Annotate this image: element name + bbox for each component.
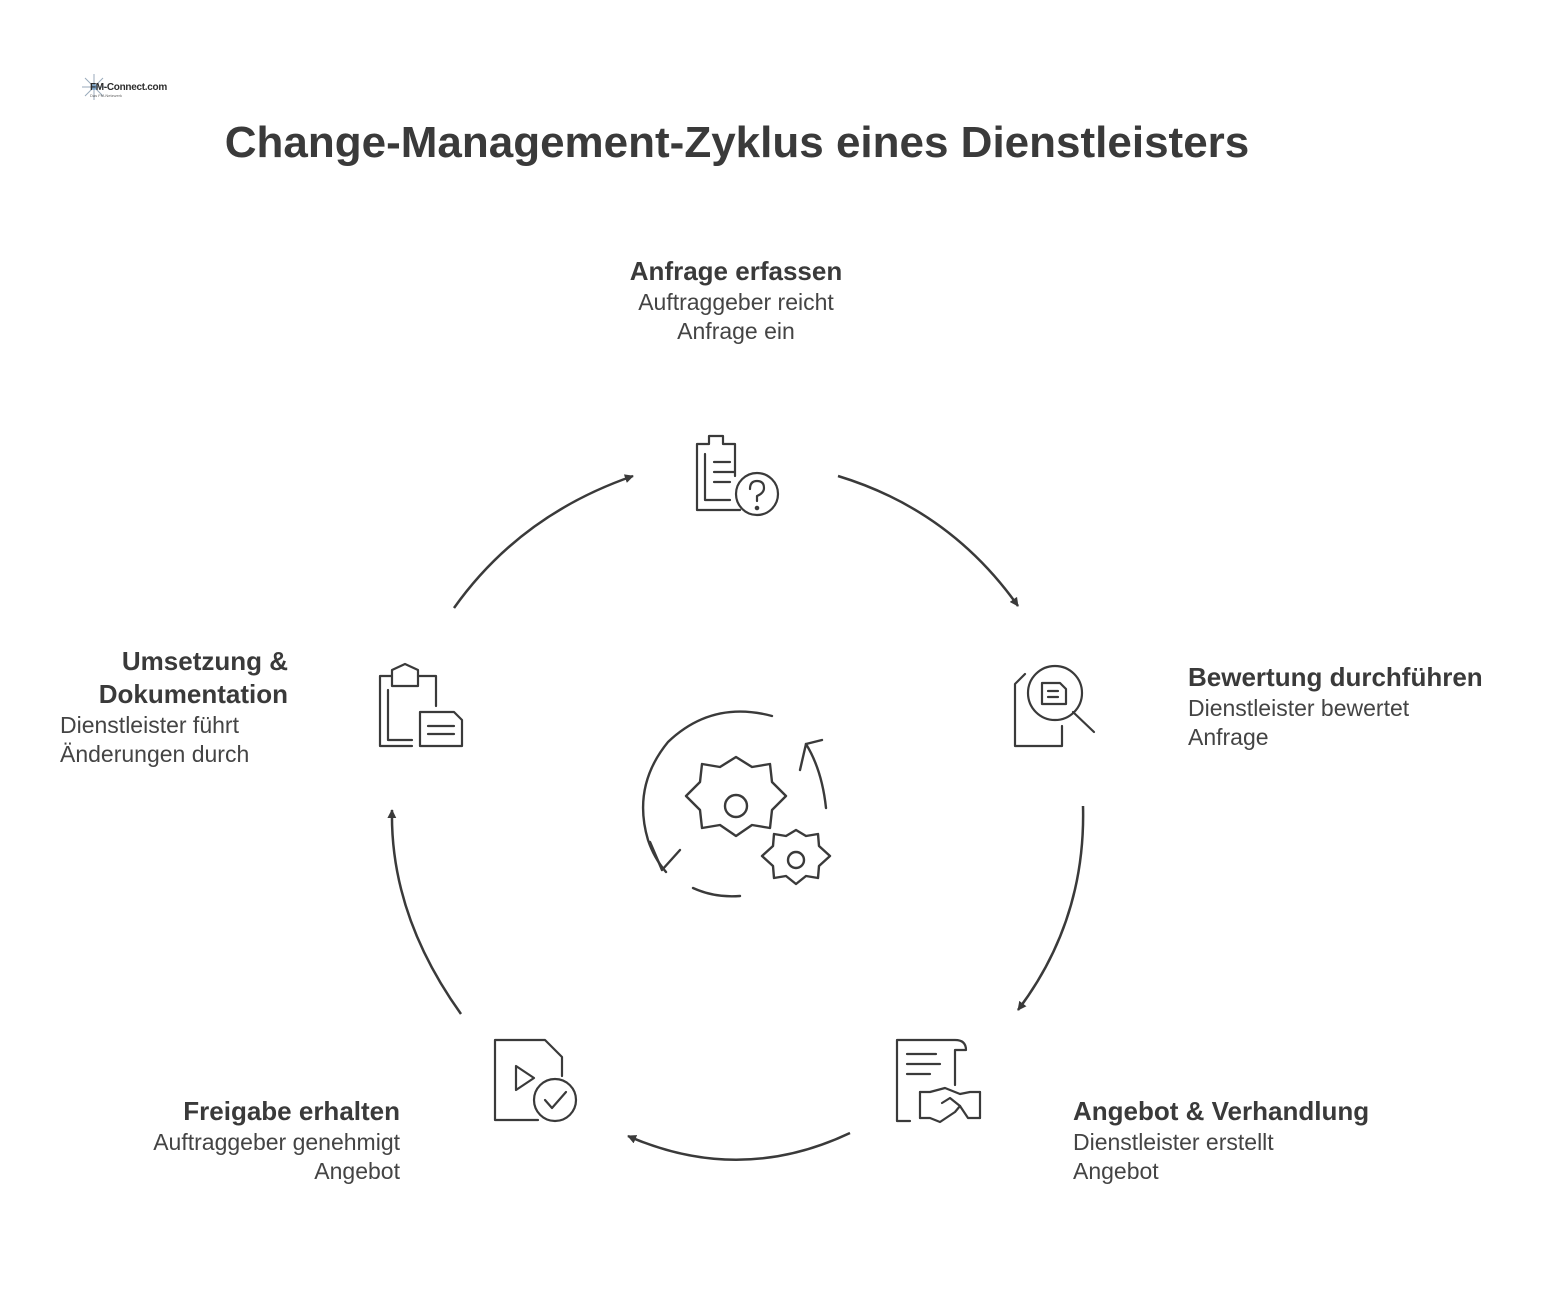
step-title-line1: Umsetzung & bbox=[121, 646, 288, 676]
clipboard-documents-icon bbox=[378, 662, 464, 748]
step-description-line1: Dienstleister bewertet bbox=[1188, 695, 1410, 721]
logo-snowflake-icon bbox=[82, 74, 106, 100]
step-description-line2: Angebot bbox=[1073, 1158, 1159, 1184]
logo-text: FM-Connect.com bbox=[90, 82, 167, 93]
arrow-3-to-4 bbox=[627, 1131, 851, 1161]
step-title: Bewertung durchführen bbox=[1188, 662, 1483, 692]
step-description-line1: Auftraggeber genehmigt bbox=[153, 1129, 400, 1155]
step-umsetzung-dokumentation: Umsetzung & Dokumentation Dienstleister … bbox=[60, 645, 288, 769]
document-approved-icon bbox=[493, 1038, 578, 1123]
arrow-2-to-3 bbox=[1017, 805, 1085, 1011]
clipboard-question-icon bbox=[695, 434, 780, 517]
arrow-4-to-5 bbox=[387, 809, 463, 1015]
step-title: Angebot & Verhandlung bbox=[1073, 1096, 1370, 1126]
step-title: Freigabe erhalten bbox=[183, 1096, 400, 1126]
step-description-line2: Änderungen durch bbox=[60, 741, 250, 767]
step-description-line2: Anfrage bbox=[1188, 724, 1269, 750]
step-angebot-verhandlung: Angebot & Verhandlung Dienstleister erst… bbox=[1073, 1095, 1433, 1186]
step-description-line1: Auftraggeber reicht bbox=[638, 289, 834, 315]
step-bewertung-durchfuehren: Bewertung durchführen Dienstleister bewe… bbox=[1188, 661, 1528, 752]
logo-tagline: Das FM-Netzwerk bbox=[90, 93, 123, 98]
arrow-1-to-2 bbox=[837, 474, 1020, 607]
step-anfrage-erfassen: Anfrage erfassen Auftraggeber reicht Anf… bbox=[600, 255, 872, 346]
step-title: Anfrage erfassen bbox=[629, 256, 843, 286]
step-description-line1: Dienstleister erstellt bbox=[1073, 1129, 1274, 1155]
page-title: Change-Management-Zyklus eines Dienstlei… bbox=[224, 118, 1250, 167]
contract-handshake-icon bbox=[895, 1038, 982, 1124]
arrow-5-to-1 bbox=[452, 474, 634, 609]
step-description-line1: Dienstleister führt bbox=[60, 712, 239, 738]
cycle-arrows bbox=[387, 474, 1085, 1161]
step-description-line2: Angebot bbox=[314, 1158, 400, 1184]
step-freigabe-erhalten: Freigabe erhalten Auftraggeber genehmigt… bbox=[60, 1095, 400, 1186]
step-title-line2: Dokumentation bbox=[98, 679, 288, 709]
document-search-icon bbox=[1013, 664, 1096, 748]
step-description-line2: Anfrage ein bbox=[677, 318, 795, 344]
gears-cycle-icon bbox=[641, 710, 832, 898]
logo: FM-Connect.com Das FM-Netzwerk bbox=[80, 70, 167, 104]
